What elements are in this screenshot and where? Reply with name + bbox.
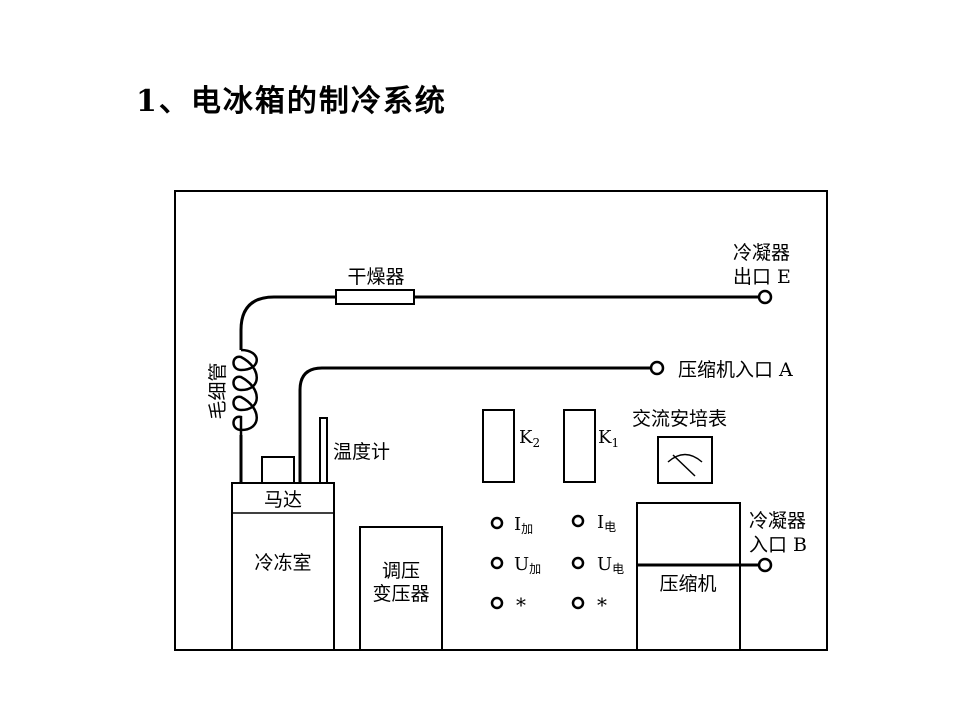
dryer-pipe bbox=[239, 295, 758, 350]
capillary-label: 毛细管 bbox=[207, 362, 229, 419]
dryer-label: 干燥器 bbox=[347, 266, 404, 288]
i-heat-label: I加 bbox=[514, 514, 533, 536]
switch-k2 bbox=[482, 409, 515, 483]
freezer-box bbox=[231, 482, 335, 651]
star-label-1: * bbox=[516, 593, 526, 617]
i-elec-label: I电 bbox=[597, 512, 616, 534]
k2-label: K2 bbox=[519, 427, 540, 450]
condenser-inlet-terminal bbox=[757, 557, 773, 573]
star-label-2: * bbox=[597, 593, 607, 617]
thermometer-label: 温度计 bbox=[333, 441, 390, 463]
regulator-label-1: 调压 bbox=[382, 560, 420, 582]
compressor-label: 压缩机 bbox=[659, 573, 716, 595]
terminal-i-heat bbox=[490, 516, 504, 530]
compressor-inlet-label: 压缩机入口 A bbox=[678, 359, 793, 381]
motor-cap bbox=[261, 456, 295, 484]
terminal-i-elec bbox=[571, 514, 585, 528]
ammeter-box bbox=[657, 436, 713, 484]
ammeter-needle bbox=[672, 454, 696, 477]
switch-k1 bbox=[563, 409, 596, 483]
dryer-component bbox=[335, 289, 415, 305]
u-heat-label: U加 bbox=[514, 554, 541, 576]
motor-label: 马达 bbox=[264, 489, 302, 511]
slide-title: 1、电冰箱的制冷系统 bbox=[136, 84, 447, 119]
condenser-inlet-label-1: 冷凝器 bbox=[749, 510, 806, 532]
condenser-outlet-label-1: 冷凝器 bbox=[733, 242, 790, 264]
regulator-box bbox=[359, 526, 443, 651]
ammeter-dial bbox=[667, 453, 703, 463]
diagram-frame bbox=[174, 190, 828, 651]
freezer-label: 冷冻室 bbox=[254, 552, 311, 574]
terminal-u-elec bbox=[571, 556, 585, 570]
k1-label: K1 bbox=[598, 427, 619, 450]
terminal-star-1 bbox=[490, 596, 504, 610]
compressor-inlet-pipe bbox=[298, 366, 650, 483]
terminal-u-heat bbox=[490, 556, 504, 570]
terminal-star-2 bbox=[571, 596, 585, 610]
capillary-coil bbox=[232, 348, 258, 435]
thermometer-icon bbox=[319, 417, 328, 484]
compressor-box bbox=[636, 502, 741, 651]
compressor-inlet-terminal bbox=[649, 360, 665, 376]
condenser-inlet-label-2: 入口 B bbox=[749, 534, 807, 556]
condenser-outlet-label-2: 出口 E bbox=[733, 266, 791, 288]
ammeter-label: 交流安培表 bbox=[632, 408, 727, 430]
condenser-outlet-terminal bbox=[757, 289, 773, 305]
u-elec-label: U电 bbox=[597, 554, 624, 576]
regulator-label-2: 变压器 bbox=[372, 583, 429, 605]
